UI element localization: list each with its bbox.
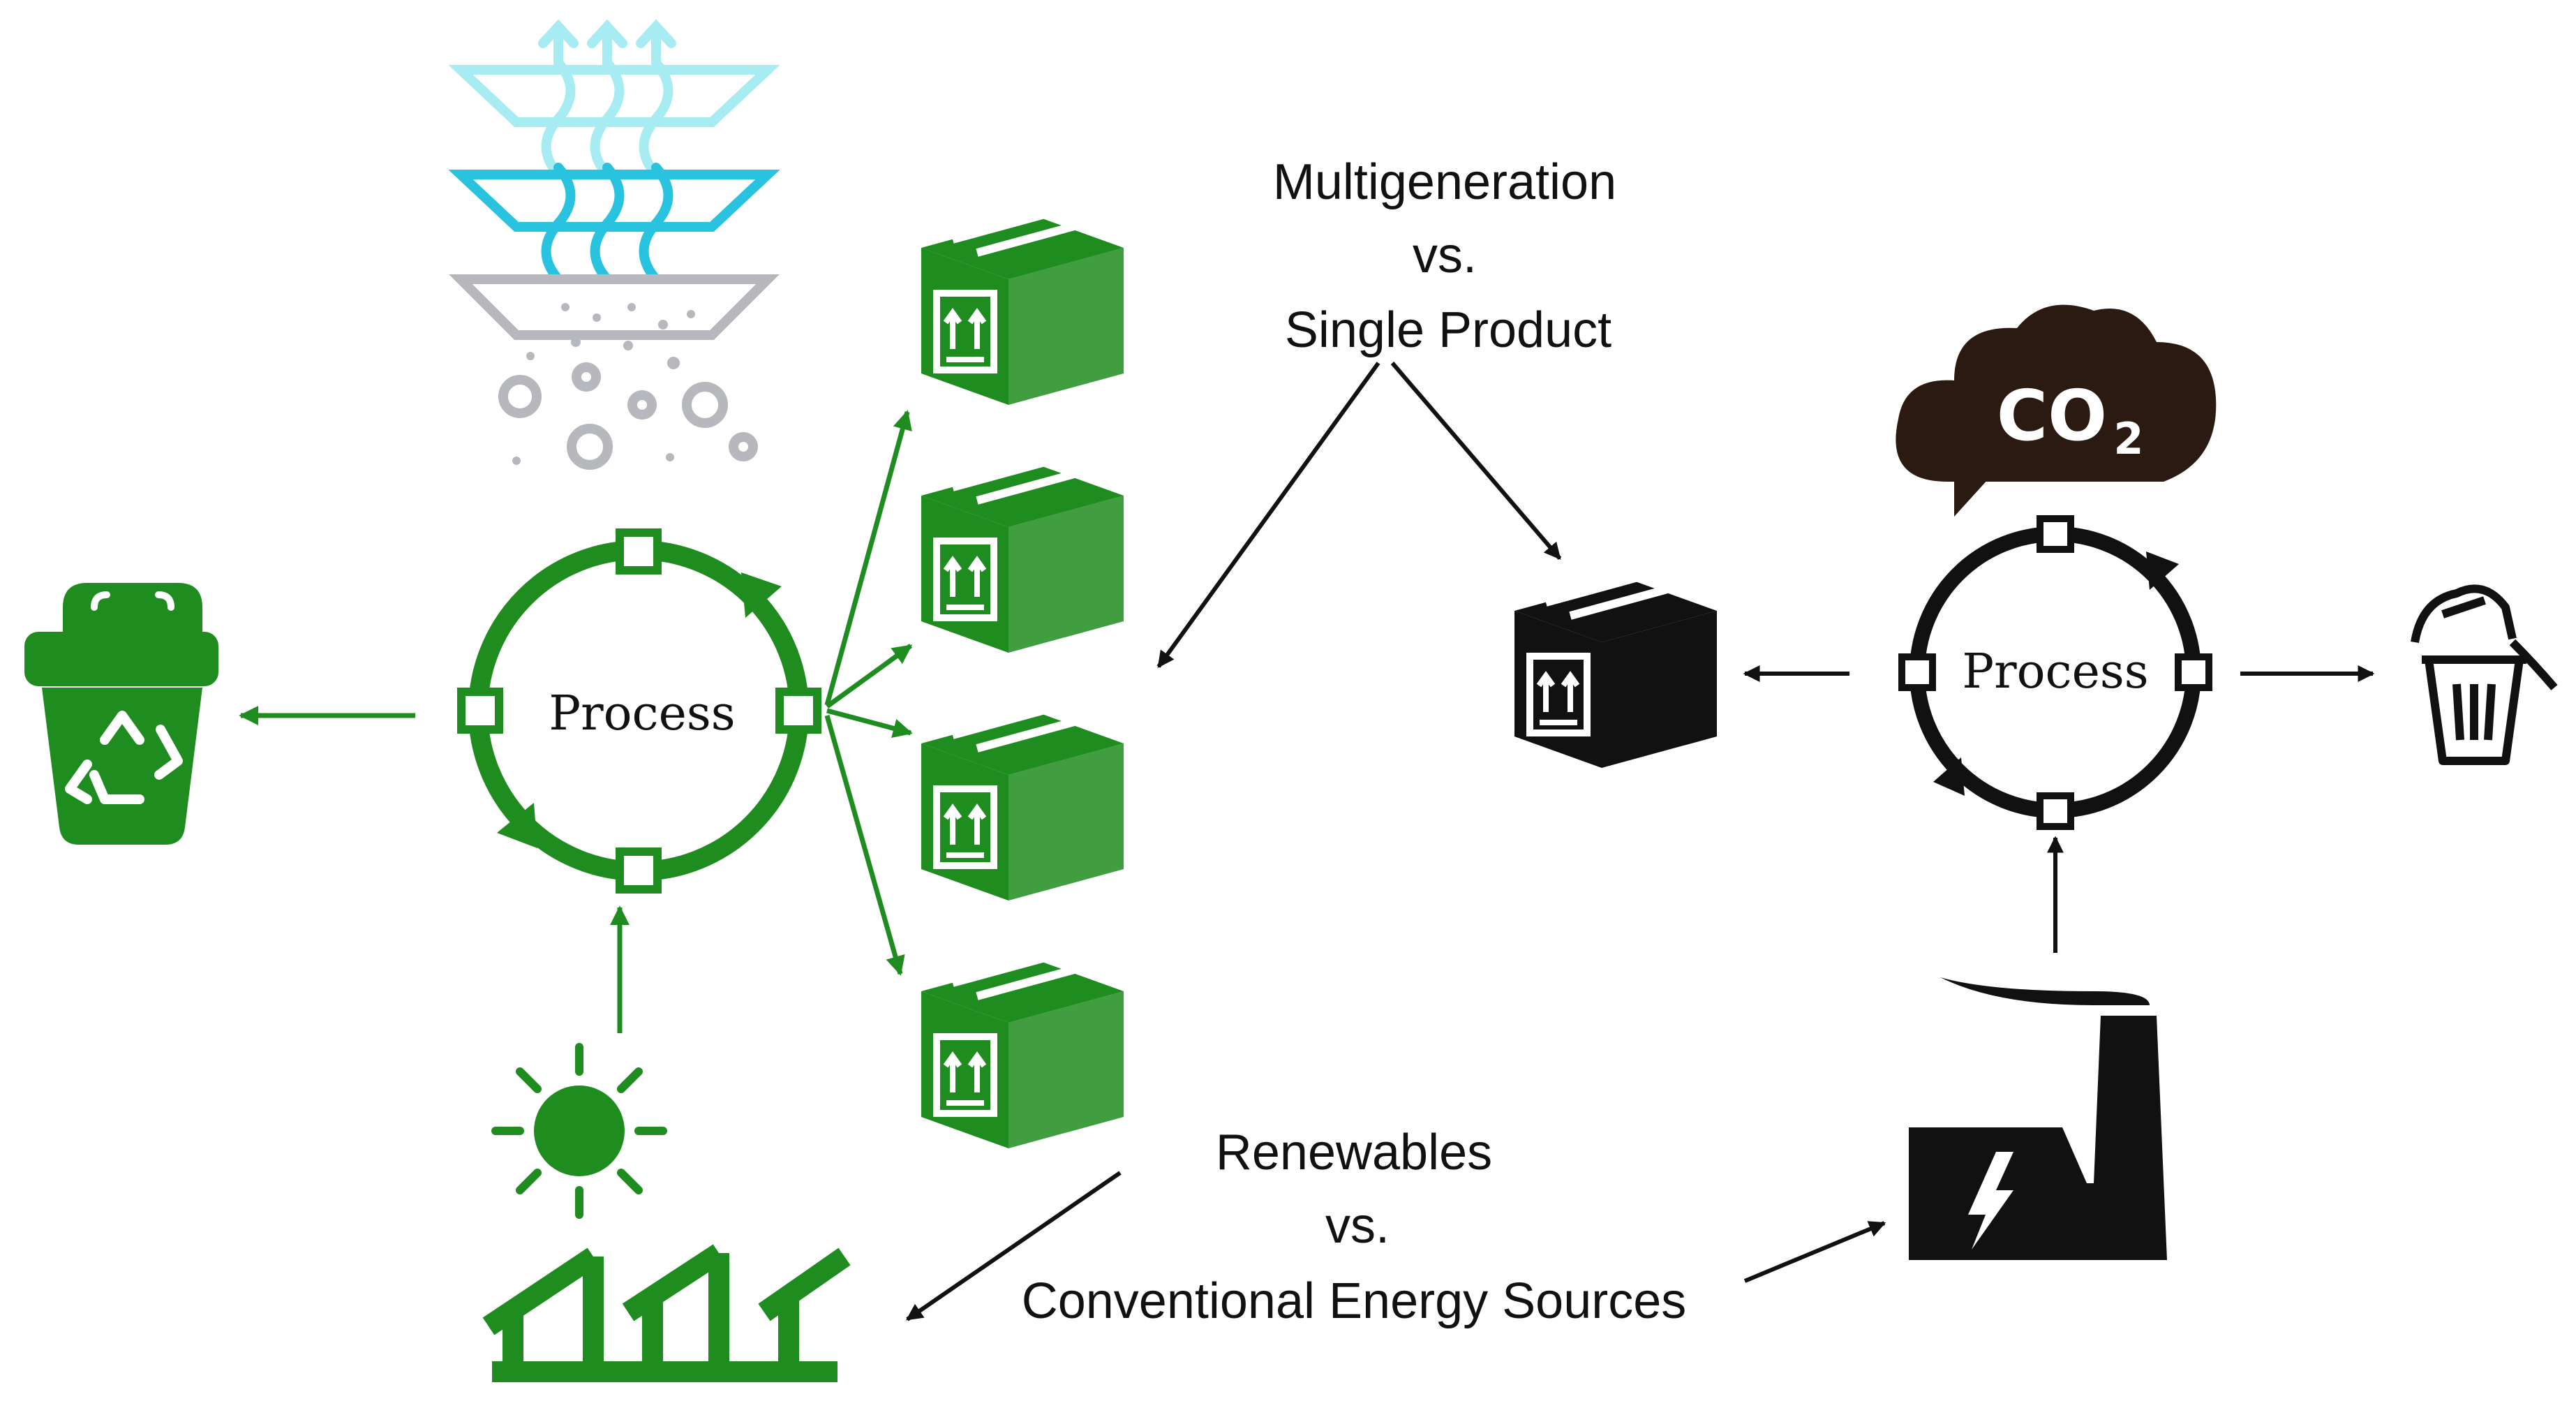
package-box-icon: [921, 456, 1124, 653]
multigeneration-title: Multigeneration: [1273, 154, 1616, 210]
renewables-vs: vs.: [1325, 1198, 1390, 1254]
package-box-icon: [921, 208, 1124, 405]
cycle-node: [2037, 792, 2074, 830]
co2-cloud-icon: CO 2: [1896, 304, 2217, 517]
process-cycle-right: Process: [1898, 515, 2212, 830]
arrow-to-multigeneration: [1156, 362, 1380, 668]
lightning-icon: [1968, 1152, 2013, 1250]
cycle-node: [2175, 653, 2212, 691]
solar-panel-icon: [482, 1244, 851, 1382]
cycle-arrow-icon: [1933, 757, 1965, 796]
cycle-node: [457, 688, 503, 734]
package-box-icon: [921, 951, 1124, 1148]
trash-can-icon: [2411, 584, 2558, 765]
process-label-left: Process: [549, 686, 735, 741]
co2-subscript: 2: [2113, 413, 2143, 464]
co2-label: CO: [1997, 375, 2107, 457]
arrow-to-renewables: [906, 1171, 1122, 1321]
cycle-node: [2037, 515, 2074, 553]
arrow-to-conventional: [1743, 1221, 1886, 1283]
process-cycle-left: Process: [457, 528, 821, 894]
cycle-node: [616, 528, 662, 575]
single-product-label: Single Product: [1285, 302, 1611, 358]
renewables-title: Renewables: [1216, 1125, 1492, 1180]
arrow-to-box-1: [824, 410, 912, 706]
process-label-right: Process: [1962, 644, 2148, 699]
cycle-arrow-icon: [741, 572, 782, 618]
cycle-arrow-icon: [2146, 551, 2179, 590]
arrow-to-box-2: [825, 644, 913, 709]
arrow-to-box-3: [826, 708, 913, 739]
recycle-bin-icon: [24, 583, 218, 845]
sun-icon: [491, 1043, 667, 1219]
cycle-node: [1898, 653, 1936, 691]
cycle-arrow-icon: [497, 803, 537, 848]
arrow-to-single-product: [1390, 362, 1562, 560]
package-box-icon: [921, 704, 1124, 901]
air-filter-icon: [448, 19, 780, 470]
power-plant-icon: [1909, 977, 2167, 1260]
conventional-energy-label: Conventional Energy Sources: [1022, 1273, 1687, 1329]
package-box-icon: [1514, 567, 1717, 768]
arrow-to-box-4: [824, 715, 905, 976]
cycle-node: [616, 847, 662, 894]
cycle-node: [775, 688, 821, 734]
multigeneration-vs: vs.: [1413, 228, 1477, 283]
